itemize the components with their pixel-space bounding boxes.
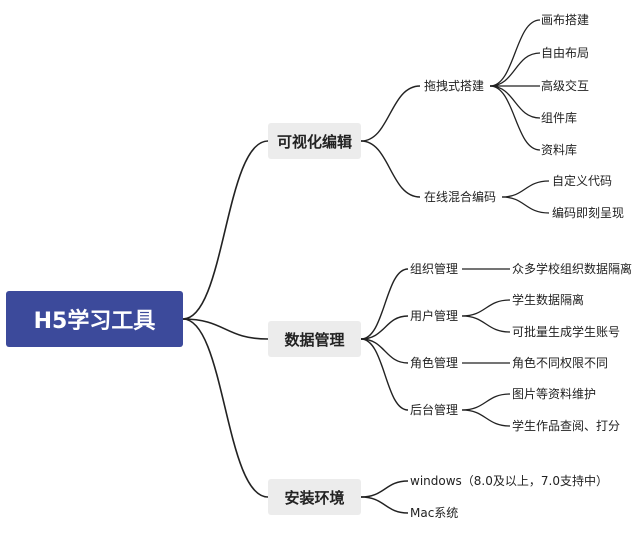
- link-root-env: [182, 318, 269, 498]
- leaf-role-permissions[interactable]: 角色不同权限不同: [512, 354, 608, 372]
- link-root-visual: [182, 140, 269, 320]
- leaf-image-maintenance[interactable]: 图片等资料维护: [512, 385, 596, 403]
- root-label: H5学习工具: [33, 309, 156, 334]
- node-mac[interactable]: Mac系统: [410, 504, 458, 522]
- branch-data-management[interactable]: 数据管理: [268, 321, 361, 357]
- node-label: 拖拽式搭建: [424, 79, 485, 93]
- node-online-coding[interactable]: 在线混合编码: [424, 188, 496, 206]
- leaf-free-layout[interactable]: 自由布局: [541, 44, 589, 62]
- leaf-label: 组件库: [541, 111, 578, 125]
- leaf-advanced-interaction[interactable]: 高级交互: [541, 77, 589, 95]
- leaf-custom-code[interactable]: 自定义代码: [552, 172, 612, 190]
- node-role-management[interactable]: 角色管理: [410, 354, 458, 372]
- node-windows[interactable]: windows（8.0及以上，7.0支持中）: [410, 472, 608, 490]
- link-root-data: [182, 318, 269, 340]
- leaf-label: 画布搭建: [541, 13, 590, 27]
- node-label: Mac系统: [410, 506, 459, 520]
- leaf-instant-render[interactable]: 编码即刻呈现: [552, 204, 624, 222]
- leaf-school-data-isolation[interactable]: 众多学校组织数据隔离: [512, 260, 632, 278]
- leaf-label: 学生作品查阅、打分: [512, 419, 621, 433]
- leaf-student-data-isolation[interactable]: 学生数据隔离: [512, 291, 584, 309]
- branch-install-env[interactable]: 安装环境: [268, 479, 361, 515]
- node-drag-build[interactable]: 拖拽式搭建: [424, 77, 484, 95]
- leaf-label: 众多学校组织数据隔离: [512, 262, 633, 276]
- node-label: 组织管理: [410, 262, 459, 276]
- leaf-label: 图片等资料维护: [512, 387, 597, 401]
- node-org-management[interactable]: 组织管理: [410, 260, 458, 278]
- leaf-batch-accounts[interactable]: 可批量生成学生账号: [512, 323, 620, 341]
- branch-label: 可视化编辑: [276, 132, 352, 151]
- node-label: 后台管理: [410, 403, 459, 417]
- node-label: 用户管理: [410, 309, 459, 323]
- leaf-label: 高级交互: [541, 79, 590, 93]
- node-label: 在线混合编码: [424, 190, 497, 204]
- leaf-label: 自由布局: [541, 46, 590, 60]
- leaf-label: 资料库: [541, 143, 578, 157]
- leaf-label: 学生数据隔离: [512, 293, 585, 307]
- branch-visual-editing[interactable]: 可视化编辑: [268, 123, 361, 159]
- branch-label: 数据管理: [284, 330, 345, 349]
- leaf-work-review[interactable]: 学生作品查阅、打分: [512, 417, 620, 435]
- node-label: 角色管理: [410, 356, 459, 370]
- leaf-resource-library[interactable]: 资料库: [541, 141, 577, 159]
- leaf-canvas-build[interactable]: 画布搭建: [541, 11, 589, 29]
- node-user-management[interactable]: 用户管理: [410, 307, 458, 325]
- root-node[interactable]: H5学习工具: [6, 291, 183, 347]
- node-backend-management[interactable]: 后台管理: [410, 401, 458, 419]
- leaf-label: 角色不同权限不同: [512, 356, 609, 370]
- branch-label: 安装环境: [284, 488, 345, 507]
- leaf-label: 自定义代码: [552, 174, 613, 188]
- leaf-label: 可批量生成学生账号: [512, 325, 621, 339]
- node-label: windows（8.0及以上，7.0支持中）: [410, 474, 608, 488]
- leaf-component-library[interactable]: 组件库: [541, 109, 577, 127]
- leaf-label: 编码即刻呈现: [552, 206, 625, 220]
